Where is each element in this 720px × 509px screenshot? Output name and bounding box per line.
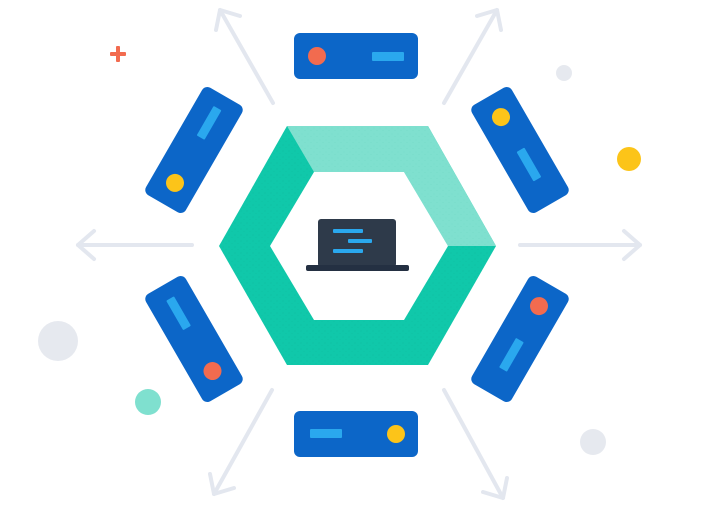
decorative-dots: [38, 46, 641, 455]
arrow-group: [76, 8, 642, 500]
arrow-down-right-icon: [442, 388, 509, 500]
server-bottom-left-icon: [145, 276, 243, 402]
code-line: [333, 229, 363, 233]
arrow-up-right-icon: [442, 8, 503, 105]
arrow-right-icon: [518, 229, 642, 261]
arrow-down-left-icon: [208, 388, 274, 496]
server-top-right-icon: [471, 87, 569, 213]
hexagon-icon: [219, 126, 496, 365]
server-top-icon: [294, 33, 418, 79]
plus-icon: [110, 46, 126, 62]
yellow-dot: [617, 147, 641, 171]
teal-dot: [135, 389, 161, 415]
code-line: [348, 239, 372, 243]
gray-dot-medium: [580, 429, 606, 455]
server-top-left-icon: [145, 87, 243, 213]
server-bottom-icon: [294, 411, 418, 457]
laptop-icon: [306, 219, 409, 271]
gray-dot-small: [556, 65, 572, 81]
arrow-left-icon: [76, 229, 194, 261]
code-line: [333, 249, 363, 253]
gray-dot-large: [38, 321, 78, 361]
arrow-up-left-icon: [214, 8, 275, 105]
server-bottom-right-icon: [471, 276, 569, 402]
